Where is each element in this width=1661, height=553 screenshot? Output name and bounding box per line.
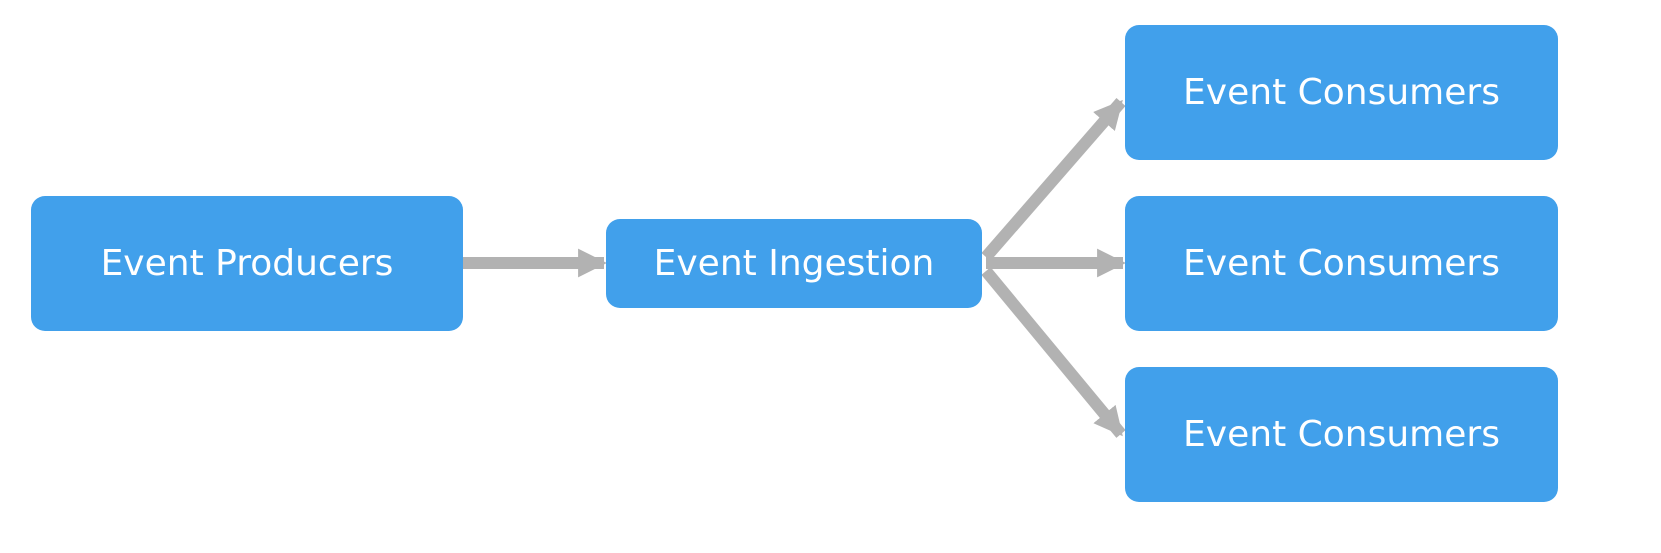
event-producers-label: Event Producers xyxy=(100,242,394,284)
event-consumers-label-1: Event Consumers xyxy=(1183,71,1500,113)
event-consumers-node-2: Event Consumers xyxy=(1125,196,1558,331)
arrow-ingestion-to-consumer-1 xyxy=(981,98,1126,261)
event-consumers-node-3: Event Consumers xyxy=(1125,367,1558,502)
event-consumers-label-3: Event Consumers xyxy=(1183,413,1500,455)
arrow-ingestion-to-consumer-3 xyxy=(981,267,1126,438)
event-ingestion-label: Event Ingestion xyxy=(653,242,935,284)
event-ingestion-node: Event Ingestion xyxy=(606,219,982,308)
event-consumers-node-1: Event Consumers xyxy=(1125,25,1558,160)
event-consumers-label-2: Event Consumers xyxy=(1183,242,1500,284)
event-producers-node: Event Producers xyxy=(31,196,463,331)
